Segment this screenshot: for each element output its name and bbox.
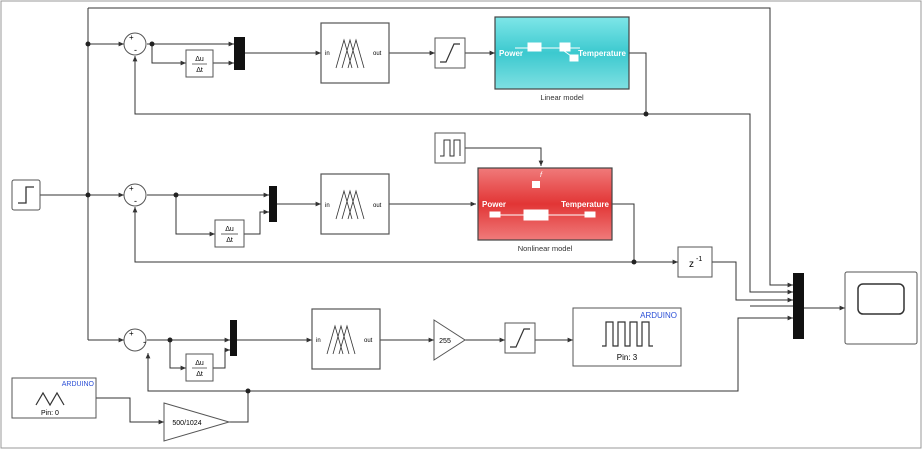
derivative-block-row2[interactable]: Δu Δt: [214, 219, 245, 248]
sum-plus-sign: +: [129, 184, 134, 193]
derivative-numerator: Δu: [225, 226, 234, 233]
scope-screen-icon: [857, 283, 905, 315]
membership-functions-icon: [335, 189, 365, 220]
trigger-icon: [532, 181, 540, 188]
junction-dots: [85, 41, 649, 394]
derivative-numerator: Δu: [195, 56, 204, 63]
pulse-generator-block[interactable]: [434, 132, 466, 164]
fuzzy-port-in: in: [316, 338, 321, 344]
derivative-denominator: Δt: [196, 67, 203, 74]
step-source-block[interactable]: [11, 179, 41, 211]
saturation-block-row1[interactable]: [434, 37, 466, 69]
fuzzy-port-out: out: [373, 203, 382, 209]
fuzzy-port-out: out: [364, 338, 373, 344]
mux-bar-row2[interactable]: [269, 186, 277, 222]
saturation-icon: [510, 328, 530, 348]
sum-minus-sign: -: [134, 45, 137, 55]
arduino-pwm-block[interactable]: ARDUINO Pin: 3: [572, 307, 682, 367]
sum-block-row2[interactable]: + -: [123, 183, 147, 207]
signal-wires: [40, 7, 845, 425]
arduino-analog-pin: Pin: 0: [41, 410, 59, 417]
derivative-denominator: Δt: [226, 237, 233, 244]
linear-model-port-out: Temperature: [578, 49, 626, 58]
scope-block[interactable]: [844, 271, 918, 345]
nonlinear-model-internal-icon: [489, 209, 596, 221]
fuzzy-port-in: in: [325, 51, 330, 57]
sum-plus-sign: +: [129, 329, 134, 338]
nonlinear-model-port-out: Temperature: [561, 200, 609, 209]
nonlinear-model-caption: Nonlinear model: [518, 244, 573, 253]
unit-delay-label: z: [689, 259, 694, 270]
fuzzy-controller-row1[interactable]: in out: [320, 22, 390, 84]
gain-255-block[interactable]: 255: [433, 319, 466, 361]
mux-bar-output[interactable]: [793, 273, 804, 339]
sum-plus-sign: +: [129, 33, 134, 42]
fuzzy-port-out: out: [373, 51, 382, 57]
fuzzy-controller-row3[interactable]: in out: [311, 308, 381, 370]
pulse-icon: [440, 139, 461, 157]
arduino-pwm-pin: Pin: 3: [617, 353, 638, 362]
saturation-block-row3[interactable]: [504, 322, 536, 354]
step-icon: [18, 186, 34, 204]
sum-block-row3[interactable]: + -: [123, 328, 147, 352]
gain-255-value: 255: [439, 338, 451, 345]
sum-minus-sign: -: [143, 337, 146, 347]
trigger-port-label: f: [540, 172, 543, 179]
arduino-brand-label: ARDUINO: [640, 311, 677, 320]
nonlinear-model-subsystem[interactable]: f Power Temperature Nonlinear model: [477, 167, 613, 253]
sum-block-row1[interactable]: + -: [123, 32, 147, 56]
gain-scale-value: 500/1024: [172, 420, 201, 427]
membership-functions-icon: [326, 324, 356, 355]
derivative-denominator: Δt: [196, 371, 203, 378]
arduino-brand-label: ARDUINO: [62, 381, 95, 388]
derivative-block-row3[interactable]: Δu Δt: [185, 353, 214, 382]
saturation-icon: [440, 43, 460, 63]
analog-wave-icon: [35, 391, 65, 407]
derivative-numerator: Δu: [195, 360, 204, 367]
mux-bar-row3[interactable]: [230, 320, 237, 356]
unit-delay-exponent: -1: [696, 256, 702, 263]
mux-bar-row1[interactable]: [234, 37, 245, 70]
derivative-block-row1[interactable]: Δu Δt: [185, 49, 214, 78]
gain-scale-block[interactable]: 500/1024: [163, 402, 231, 442]
membership-functions-icon: [335, 38, 365, 69]
arduino-analog-block[interactable]: ARDUINO Pin: 0: [11, 377, 97, 419]
linear-model-subsystem[interactable]: Power Temperature Linear model: [494, 16, 630, 102]
nonlinear-model-port-in: Power: [482, 200, 506, 209]
fuzzy-controller-row2[interactable]: in out: [320, 173, 390, 235]
linear-model-caption: Linear model: [540, 93, 584, 102]
unit-delay-block[interactable]: z -1: [677, 246, 713, 278]
linear-model-internal-icon: [515, 42, 580, 62]
fuzzy-port-in: in: [325, 203, 330, 209]
pwm-waveform-icon: [602, 321, 653, 347]
sum-minus-sign: -: [134, 196, 137, 206]
linear-model-port-in: Power: [499, 49, 523, 58]
